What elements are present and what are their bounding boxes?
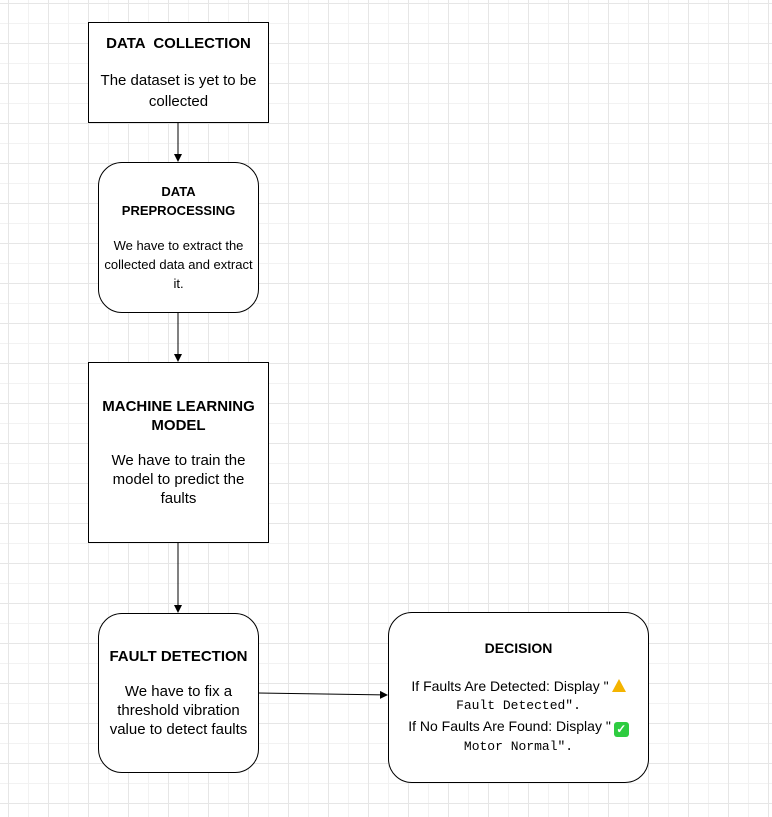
fault-detection-title: FAULT DETECTION xyxy=(109,648,248,665)
decision-fault-prefix: If Faults Are Detected: Display " xyxy=(411,678,609,694)
data-collection-node[interactable]: DATA COLLECTION The dataset is yet to be… xyxy=(88,22,269,123)
machine-learning-model-node[interactable]: MACHINE LEARNING MODEL We have to train … xyxy=(88,362,269,543)
decision-normal-line: If No Faults Are Found: Display "✓ xyxy=(408,716,629,737)
warning-icon xyxy=(611,679,626,692)
machine-learning-model-body: We have to train the model to predict th… xyxy=(111,452,246,507)
decision-node[interactable]: DECISION If Faults Are Detected: Display… xyxy=(388,612,649,783)
decision-fault-line: If Faults Are Detected: Display " xyxy=(408,676,629,696)
data-preprocessing-body: We have to extract the collected data an… xyxy=(104,238,253,291)
decision-fault-message: Fault Detected". xyxy=(456,698,581,713)
data-preprocessing-node[interactable]: DATA PREPROCESSING We have to extract th… xyxy=(98,162,259,313)
data-collection-body: The dataset is yet to be collected xyxy=(100,72,257,110)
decision-body: If Faults Are Detected: Display " Fault … xyxy=(408,676,629,757)
decision-normal-prefix: If No Faults Are Found: Display " xyxy=(408,718,611,734)
decision-title: DECISION xyxy=(484,640,553,656)
check-mark-icon: ✓ xyxy=(613,722,629,737)
edge-fault-detection-to-decision xyxy=(257,690,388,699)
fault-detection-node[interactable]: FAULT DETECTION We have to fix a thresho… xyxy=(98,613,259,773)
fault-detection-body: We have to fix a threshold vibration val… xyxy=(109,683,248,738)
data-preprocessing-title: DATA PREPROCESSING xyxy=(121,184,236,218)
decision-normal-message: Motor Normal". xyxy=(463,739,574,754)
data-collection-title: DATA COLLECTION xyxy=(106,35,251,52)
machine-learning-model-title: MACHINE LEARNING MODEL xyxy=(102,398,255,434)
